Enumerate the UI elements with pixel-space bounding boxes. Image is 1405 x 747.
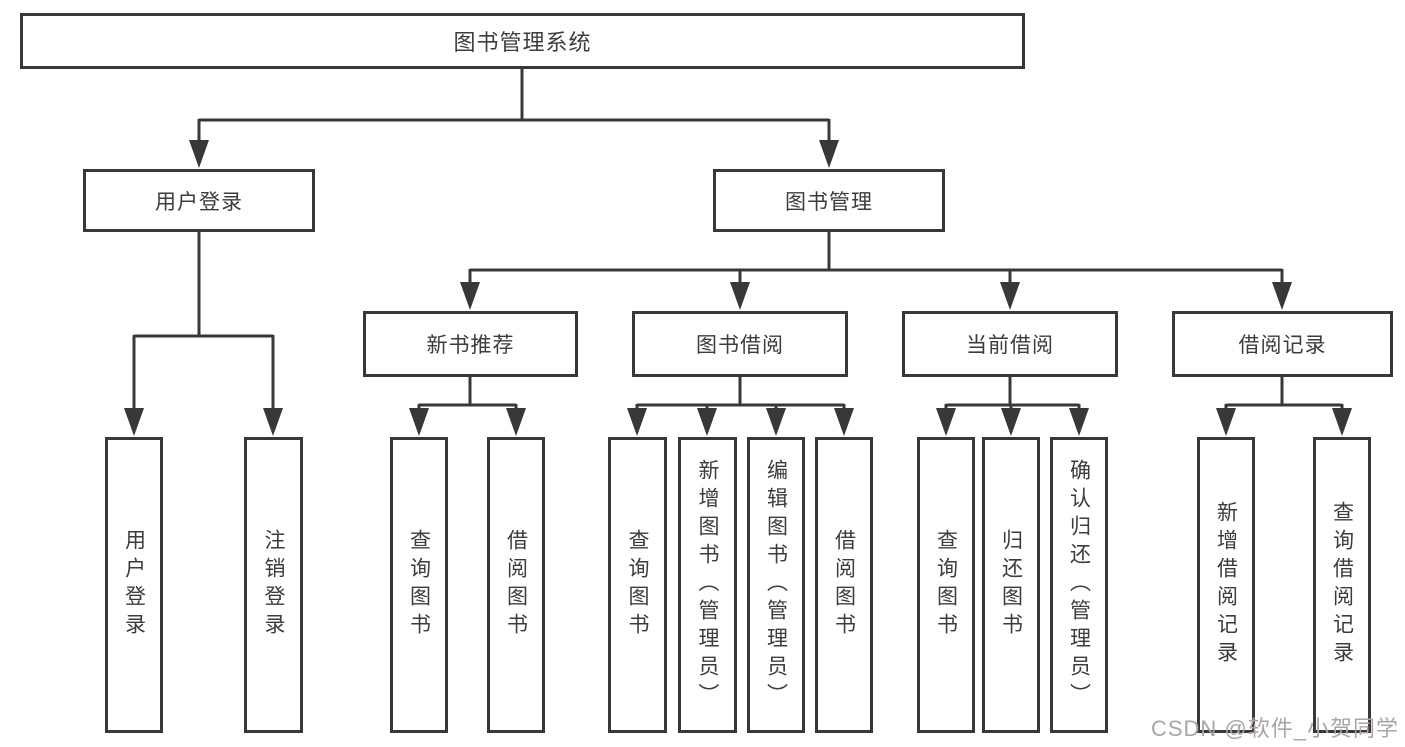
node-user-login-label: 用户登录 — [155, 190, 243, 214]
leaf-bb-query-book: 查询图书 — [608, 437, 667, 733]
leaf-logout-label: 注销登录 — [262, 529, 285, 641]
leaf-nbr-borrow-book-label: 借阅图书 — [504, 529, 528, 641]
leaf-cb-return-book-label: 归还图书 — [999, 529, 1023, 641]
node-user-login: 用户登录 — [83, 169, 315, 232]
leaf-bb-query-book-label: 查询图书 — [626, 529, 649, 641]
leaf-cb-query-book-label: 查询图书 — [934, 529, 958, 641]
node-book-borrowing: 图书借阅 — [632, 311, 848, 377]
node-borrowing-records: 借阅记录 — [1172, 311, 1393, 377]
leaf-br-query-record-label: 查询借阅记录 — [1330, 501, 1354, 669]
leaf-nbr-borrow-book: 借阅图书 — [487, 437, 545, 733]
node-root-library-system: 图书管理系统 — [20, 13, 1025, 69]
leaf-br-query-record: 查询借阅记录 — [1313, 437, 1371, 733]
leaf-bb-add-book-admin-label: 新增图书（管理员） — [696, 459, 719, 711]
leaf-br-add-record-label: 新增借阅记录 — [1214, 501, 1238, 669]
csdn-watermark: CSDN @软件_小贺同学 — [1150, 716, 1399, 741]
leaf-user-login: 用户登录 — [105, 437, 163, 733]
node-current-borrowing: 当前借阅 — [902, 311, 1118, 377]
leaf-bb-borrow-book: 借阅图书 — [815, 437, 873, 733]
leaf-bb-add-book-admin: 新增图书（管理员） — [678, 437, 737, 733]
node-root-label: 图书管理系统 — [453, 30, 592, 55]
leaf-nbr-query-book-label: 查询图书 — [407, 529, 431, 641]
leaf-cb-return-book: 归还图书 — [982, 437, 1040, 733]
node-book-management-label: 图书管理 — [785, 190, 873, 214]
leaf-cb-query-book: 查询图书 — [917, 437, 975, 733]
leaf-bb-borrow-book-label: 借阅图书 — [832, 529, 856, 641]
node-borrowing-records-label: 借阅记录 — [1238, 334, 1327, 357]
leaf-br-add-record: 新增借阅记录 — [1197, 437, 1255, 733]
node-book-borrowing-label: 图书借阅 — [696, 334, 784, 357]
leaf-logout: 注销登录 — [244, 437, 303, 733]
leaf-nbr-query-book: 查询图书 — [390, 437, 448, 733]
leaf-bb-edit-book-admin-label: 编辑图书（管理员） — [764, 459, 788, 711]
node-new-book-recommend-label: 新书推荐 — [426, 334, 515, 357]
leaf-bb-edit-book-admin: 编辑图书（管理员） — [747, 437, 805, 733]
node-current-borrowing-label: 当前借阅 — [966, 334, 1054, 357]
leaf-cb-confirm-return-admin: 确认归还（管理员） — [1050, 437, 1108, 733]
node-new-book-recommend: 新书推荐 — [363, 311, 578, 377]
leaf-cb-confirm-return-admin-label: 确认归还（管理员） — [1067, 459, 1091, 711]
node-book-management: 图书管理 — [713, 169, 945, 232]
leaf-user-login-label: 用户登录 — [122, 529, 146, 641]
